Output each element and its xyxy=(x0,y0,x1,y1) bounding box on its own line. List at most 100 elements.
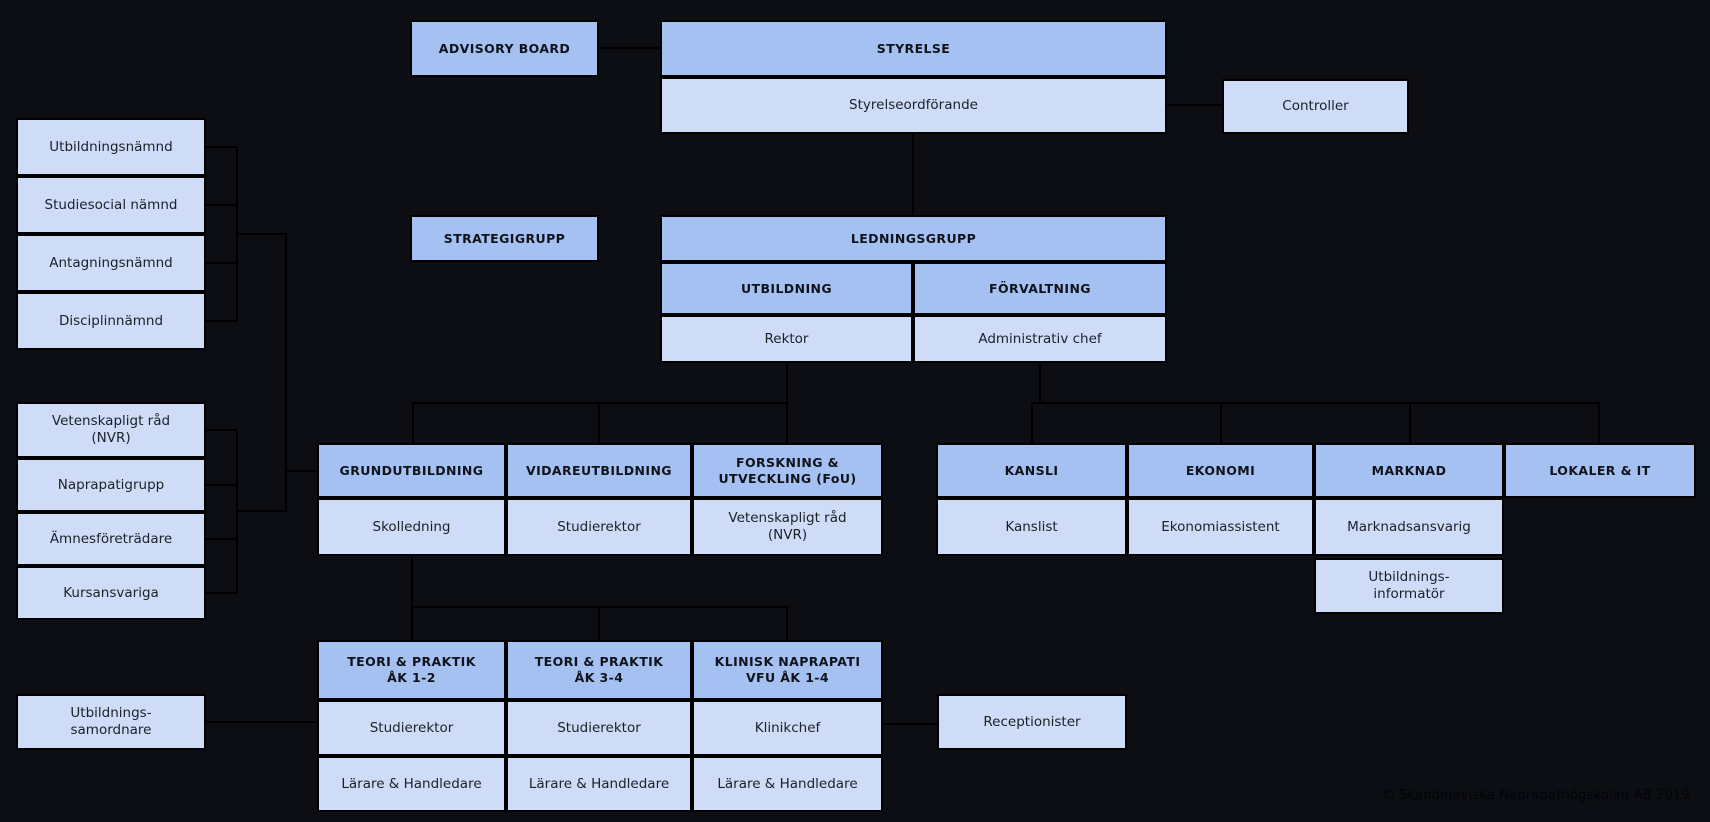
node-label: Kanslist xyxy=(1005,518,1058,535)
node-klinikchef: Klinikchef xyxy=(692,700,883,756)
connector-line xyxy=(786,606,788,640)
node-label: Antagningsnämnd xyxy=(49,254,173,271)
connector-line xyxy=(285,233,287,512)
node-larare-handledare-2: Lärare & Handledare xyxy=(506,756,692,812)
node-label: Utbildningsnämnd xyxy=(49,138,173,155)
node-kursansvariga: Kursansvariga xyxy=(16,566,206,620)
node-label: MARKNAD xyxy=(1371,462,1447,478)
node-ekonomi: EKONOMI xyxy=(1127,443,1314,498)
node-label: Marknadsansvarig xyxy=(1347,518,1471,535)
node-label: EKONOMI xyxy=(1185,462,1256,478)
connector-line xyxy=(206,429,237,431)
node-label: ÅK 3-4 xyxy=(574,670,624,685)
node-larare-handledare-3: Lärare & Handledare xyxy=(692,756,883,812)
node-label: LOKALER & IT xyxy=(1549,462,1651,478)
connector-line xyxy=(1409,402,1411,443)
node-rektor: Rektor xyxy=(660,315,913,363)
node-label: ADVISORY BOARD xyxy=(438,40,571,56)
node-label: Styrelseordförande xyxy=(849,97,978,114)
node-utbildning: UTBILDNING xyxy=(660,262,913,315)
connector-line xyxy=(206,484,237,486)
node-label: VIDAREUTBILDNING xyxy=(526,462,672,478)
node-label: TEORI & PRAKTIK xyxy=(534,654,664,670)
node-utbildningsinformator: Utbildnings-informatör xyxy=(1314,558,1504,614)
node-label: (NVR) xyxy=(767,527,808,543)
node-administrativ-chef: Administrativ chef xyxy=(913,315,1167,363)
node-label: Controller xyxy=(1282,98,1349,115)
node-styrelse: STYRELSE xyxy=(660,20,1167,77)
node-label: Ämnesföreträdare xyxy=(49,530,173,547)
node-label: (NVR) xyxy=(91,430,131,446)
node-label: Lärare & Handledare xyxy=(528,775,670,792)
node-label: TEORI & PRAKTIK xyxy=(347,654,476,670)
node-label: Rektor xyxy=(764,330,809,347)
connector-line xyxy=(411,606,413,640)
node-studierektor-ak-3-4: Studierektor xyxy=(506,700,692,756)
node-label: KLINISK NAPRAPATI xyxy=(714,654,861,670)
connector-line xyxy=(912,134,914,215)
node-styrelseordforande: Styrelseordförande xyxy=(660,77,1167,134)
node-label: Vetenskapligt råd xyxy=(728,510,847,527)
node-larare-handledare-1: Lärare & Handledare xyxy=(317,756,506,812)
connector-line xyxy=(598,606,600,640)
node-label: samordnare xyxy=(70,722,152,738)
node-label: Utbildnings- xyxy=(1368,569,1450,586)
connector-line xyxy=(206,262,237,264)
node-label: Skolledning xyxy=(372,518,451,535)
connector-line xyxy=(206,146,237,148)
node-naprapatigrupp: Naprapatigrupp xyxy=(16,458,206,512)
connector-line xyxy=(1167,104,1222,106)
connector-line xyxy=(412,402,414,443)
connector-line xyxy=(206,721,317,723)
node-label: GRUNDUTBILDNING xyxy=(339,462,484,478)
connector-line xyxy=(412,402,788,404)
node-kansli: KANSLI xyxy=(936,443,1127,498)
node-advisory-board: ADVISORY BOARD xyxy=(410,20,599,77)
node-label: Studierektor xyxy=(369,719,454,736)
node-studierektor-vidare: Studierektor xyxy=(506,498,692,556)
copyright-text: © Skandinaviska Naprapathögskolan AB 201… xyxy=(1381,788,1690,803)
node-label: STRATEGIGRUPP xyxy=(443,230,566,246)
node-controller: Controller xyxy=(1222,79,1409,134)
connector-line xyxy=(236,510,287,512)
connector-line xyxy=(598,402,600,443)
node-label: Vetenskapligt råd xyxy=(51,413,171,430)
node-label: FÖRVALTNING xyxy=(989,280,1091,296)
node-label: KANSLI xyxy=(1004,462,1059,478)
connector-line xyxy=(206,592,237,594)
node-label: UTVECKLING (FoU) xyxy=(718,470,857,486)
connector-line xyxy=(285,470,318,472)
node-label: Receptionister xyxy=(983,713,1081,730)
node-utbildnings-samordnare: Utbildnings-samordnare xyxy=(16,694,206,750)
node-label: Lärare & Handledare xyxy=(341,775,482,792)
connector-line xyxy=(206,204,237,206)
connector-line xyxy=(411,556,413,608)
node-label: LEDNINGSGRUPP xyxy=(850,230,977,246)
node-label: Studierektor xyxy=(557,518,641,535)
node-label: Ekonomiassistent xyxy=(1161,518,1280,535)
connector-line xyxy=(206,538,237,540)
node-label: Disciplinnämnd xyxy=(58,312,164,329)
connector-line xyxy=(1031,402,1033,443)
node-strategigrupp: STRATEGIGRUPP xyxy=(410,215,599,262)
node-label: Naprapatigrupp xyxy=(57,476,165,493)
node-label: Kursansvariga xyxy=(63,584,159,601)
node-label: Studierektor xyxy=(557,719,641,736)
node-forskning-utveckling: FORSKNING &UTVECKLING (FoU) xyxy=(692,443,883,498)
node-utbildningsnamnd: Utbildningsnämnd xyxy=(16,118,206,176)
node-marknad: MARKNAD xyxy=(1314,443,1504,498)
node-antagningsnamnd: Antagningsnämnd xyxy=(16,234,206,292)
node-label: informatör xyxy=(1373,586,1445,602)
node-receptionister: Receptionister xyxy=(937,694,1127,750)
node-ledningsgrupp: LEDNINGSGRUPP xyxy=(660,215,1167,262)
connector-line xyxy=(883,723,937,725)
node-vidareutbildning: VIDAREUTBILDNING xyxy=(506,443,692,498)
node-studierektor-ak-1-2: Studierektor xyxy=(317,700,506,756)
connector-line xyxy=(206,320,237,322)
node-disciplinnamnd: Disciplinnämnd xyxy=(16,292,206,350)
node-grundutbildning: GRUNDUTBILDNING xyxy=(317,443,506,498)
